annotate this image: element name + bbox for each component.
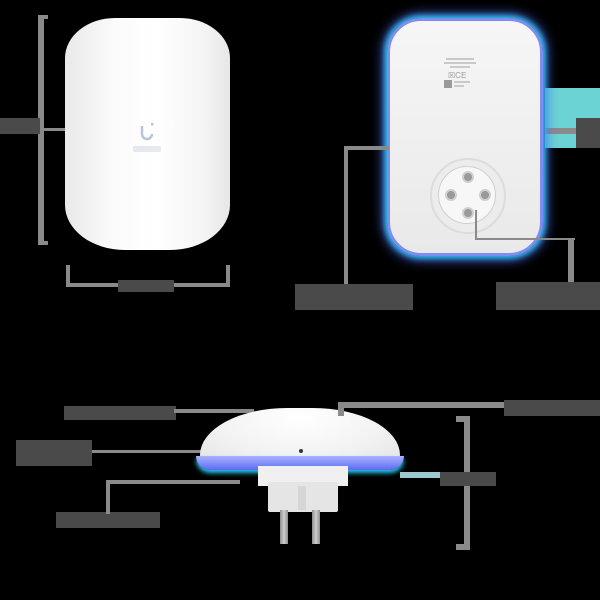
height-bracket-bottom: [38, 241, 48, 245]
width-bracket-right: [226, 265, 230, 285]
top-right-leader-drop: [338, 402, 344, 416]
plug-divider: [298, 486, 306, 510]
status-dot: [299, 449, 303, 453]
height-label: [0, 118, 40, 134]
depth-bracket-top: [456, 416, 470, 422]
top-left-leader: [174, 409, 254, 413]
socket-hole-right: [479, 189, 491, 201]
side-label: [576, 118, 600, 148]
device-front: [65, 18, 230, 250]
height-bracket-top: [38, 15, 48, 19]
led-leader-v: [106, 480, 110, 514]
regulatory-marks-icon: ☒CE: [444, 58, 476, 88]
reset-leader-h: [475, 238, 575, 240]
side-leader: [545, 128, 583, 134]
svg-text:☒CE: ☒CE: [448, 71, 466, 80]
depth-bracket-bottom: [456, 544, 470, 550]
socket-hole-left: [445, 189, 457, 201]
depth-label: [440, 472, 496, 486]
ubiquiti-logo-icon: [140, 123, 154, 141]
socket-face: [438, 166, 496, 224]
status-label: [16, 440, 92, 466]
top-left-label: [64, 406, 176, 420]
reset-leader-v1: [475, 210, 477, 240]
width-bracket-left: [66, 265, 70, 285]
socket-hole-top: [462, 171, 474, 183]
device-neck: [258, 466, 348, 486]
top-right-label: [504, 400, 600, 416]
socket-hole-bottom: [462, 207, 474, 219]
status-leader: [92, 450, 302, 453]
led-leader-h: [106, 480, 240, 484]
device-side-dome: [200, 408, 400, 462]
plug-pin-right: [312, 510, 320, 544]
height-leader: [40, 128, 66, 131]
reset-label: [496, 282, 600, 310]
plug-pin-left: [280, 510, 288, 544]
led-ring: [196, 456, 404, 470]
top-right-leader: [340, 402, 505, 408]
socket-leader-h: [344, 146, 389, 150]
socket-leader-v: [344, 146, 348, 286]
bottom-left-label: [56, 512, 160, 528]
brand-wordmark: [133, 146, 161, 152]
depth-leader: [400, 472, 444, 478]
socket-label: [295, 284, 413, 310]
width-label: [118, 280, 174, 292]
reset-leader-v2: [568, 238, 574, 282]
